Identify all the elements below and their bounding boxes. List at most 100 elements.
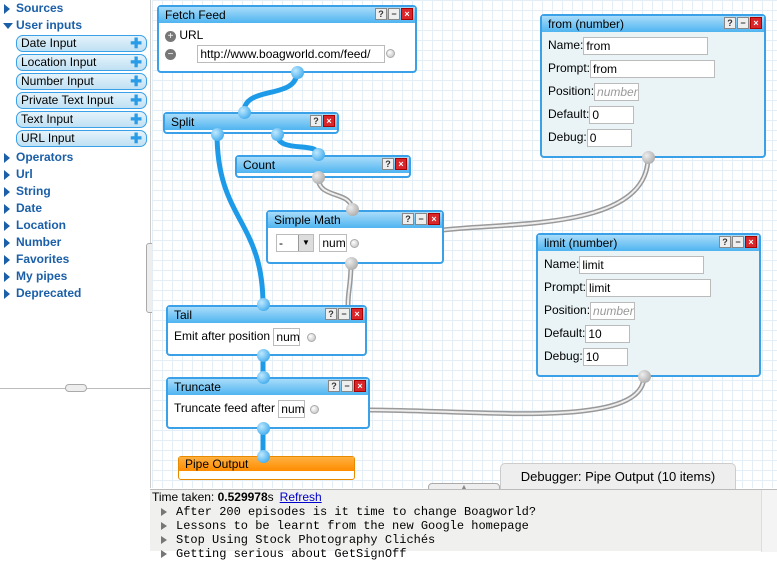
module-number-input[interactable]: Number Input✚ — [16, 73, 147, 90]
module-tail[interactable]: Tail ?−× Emit after position num — [166, 305, 367, 356]
debugger-scrollbar[interactable] — [761, 490, 777, 552]
close-icon[interactable]: × — [351, 308, 363, 320]
truncate-output-terminal[interactable] — [257, 422, 270, 435]
help-icon[interactable]: ? — [328, 380, 340, 392]
close-icon[interactable]: × — [323, 115, 335, 127]
debug-item[interactable]: After 200 episodes is it time to change … — [150, 505, 777, 519]
category-location[interactable]: Location — [0, 217, 150, 234]
category-user-inputs[interactable]: User inputs — [0, 17, 150, 34]
from-output-terminal[interactable] — [642, 151, 655, 164]
module-header[interactable]: Simple Math ?−× — [268, 212, 442, 228]
debug-item[interactable]: Stop Using Stock Photography Clichés — [150, 533, 777, 547]
add-icon[interactable]: ✚ — [130, 130, 142, 146]
split-output-terminal-2[interactable] — [271, 128, 284, 141]
help-icon[interactable]: ? — [719, 236, 731, 248]
count-input-terminal[interactable] — [312, 148, 325, 161]
minimize-icon[interactable]: − — [415, 213, 427, 225]
add-icon[interactable]: ✚ — [130, 111, 142, 127]
category-favorites[interactable]: Favorites — [0, 251, 150, 268]
category-my-pipes[interactable]: My pipes — [0, 268, 150, 285]
name-input[interactable]: from — [583, 37, 709, 55]
tail-position-input[interactable]: num — [273, 328, 301, 346]
add-icon[interactable]: ✚ — [130, 73, 142, 89]
module-url-input[interactable]: URL Input✚ — [16, 130, 147, 147]
module-truncate[interactable]: Truncate ?−× Truncate feed after num — [166, 377, 370, 429]
module-from-number[interactable]: from (number) ?−× Name:from Prompt:from … — [540, 14, 766, 158]
module-header[interactable]: limit (number) ?−× — [538, 235, 759, 251]
close-icon[interactable]: × — [401, 8, 413, 20]
module-fetch-feed[interactable]: Fetch Feed ?−× + URL − http://www.boagwo… — [157, 5, 417, 73]
refresh-link[interactable]: Refresh — [279, 490, 322, 504]
module-simple-math[interactable]: Simple Math ?−× -▼ num — [266, 210, 444, 264]
help-icon[interactable]: ? — [724, 17, 736, 29]
category-operators[interactable]: Operators — [0, 149, 150, 166]
expand-arrow-icon[interactable] — [161, 508, 167, 516]
operator-select[interactable]: -▼ — [276, 234, 314, 252]
default-input[interactable]: 10 — [585, 325, 631, 343]
close-icon[interactable]: × — [745, 236, 757, 248]
help-icon[interactable]: ? — [375, 8, 387, 20]
expand-arrow-icon[interactable] — [161, 550, 167, 558]
debug-input[interactable]: 0 — [586, 129, 632, 147]
debugger-tab[interactable]: Debugger: Pipe Output (10 items) — [500, 463, 736, 489]
minimize-icon[interactable]: − — [737, 17, 749, 29]
prompt-input[interactable]: limit — [586, 279, 712, 297]
close-icon[interactable]: × — [395, 158, 407, 170]
url-terminal[interactable] — [386, 49, 395, 58]
position-input[interactable]: number — [590, 302, 636, 320]
module-private-text-input[interactable]: Private Text Input✚ — [16, 92, 147, 109]
module-header[interactable]: Truncate ?−× — [168, 379, 368, 395]
category-deprecated[interactable]: Deprecated — [0, 285, 150, 302]
minimize-icon[interactable]: − — [732, 236, 744, 248]
position-input[interactable]: number — [594, 83, 640, 101]
minimize-icon[interactable]: − — [388, 8, 400, 20]
add-field-icon[interactable]: + — [165, 31, 176, 42]
truncate-input-terminal[interactable] — [257, 371, 270, 384]
prompt-input[interactable]: from — [590, 60, 716, 78]
module-location-input[interactable]: Location Input✚ — [16, 54, 147, 71]
category-string[interactable]: String — [0, 183, 150, 200]
module-header[interactable]: Tail ?−× — [168, 307, 365, 323]
module-header[interactable]: from (number) ?−× — [542, 16, 764, 32]
close-icon[interactable]: × — [354, 380, 366, 392]
module-header[interactable]: Fetch Feed ?−× — [159, 7, 415, 23]
module-date-input[interactable]: Date Input✚ — [16, 35, 147, 52]
debug-item[interactable]: Lessons to be learnt from the new Google… — [150, 519, 777, 533]
tail-input-terminal[interactable] — [257, 298, 270, 311]
help-icon[interactable]: ? — [310, 115, 322, 127]
add-icon[interactable]: ✚ — [130, 35, 142, 51]
help-icon[interactable]: ? — [325, 308, 337, 320]
truncate-count-input[interactable]: num — [278, 400, 306, 418]
url-input[interactable]: http://www.boagworld.com/feed/ — [197, 45, 386, 63]
truncate-terminal[interactable] — [310, 405, 319, 414]
category-number[interactable]: Number — [0, 234, 150, 251]
split-output-terminal-1[interactable] — [211, 128, 224, 141]
operand-input[interactable]: num — [319, 234, 348, 252]
minimize-icon[interactable]: − — [338, 308, 350, 320]
math-input-terminal[interactable] — [346, 203, 359, 216]
output-input-terminal[interactable] — [257, 450, 270, 463]
count-output-terminal[interactable] — [312, 171, 325, 184]
module-split[interactable]: Split ?× — [163, 112, 339, 134]
help-icon[interactable]: ? — [402, 213, 414, 225]
sidebar-resize-handle[interactable] — [65, 384, 87, 392]
expand-arrow-icon[interactable] — [161, 536, 167, 544]
help-icon[interactable]: ? — [382, 158, 394, 170]
operand-terminal[interactable] — [350, 239, 359, 248]
tail-output-terminal[interactable] — [257, 349, 270, 362]
category-sources[interactable]: Sources — [0, 0, 150, 17]
close-icon[interactable]: × — [750, 17, 762, 29]
tail-terminal[interactable] — [307, 333, 316, 342]
category-date[interactable]: Date — [0, 200, 150, 217]
default-input[interactable]: 0 — [589, 106, 635, 124]
module-header[interactable]: Count ?× — [237, 157, 409, 173]
close-icon[interactable]: × — [428, 213, 440, 225]
split-input-terminal[interactable] — [238, 106, 251, 119]
limit-output-terminal[interactable] — [638, 370, 651, 383]
fetch-output-terminal[interactable] — [291, 66, 304, 79]
debug-item[interactable]: Getting serious about GetSignOff — [150, 547, 777, 561]
debug-input[interactable]: 10 — [582, 348, 628, 366]
math-output-terminal[interactable] — [345, 257, 358, 270]
module-limit-number[interactable]: limit (number) ?−× Name:limit Prompt:lim… — [536, 233, 761, 377]
expand-arrow-icon[interactable] — [161, 522, 167, 530]
